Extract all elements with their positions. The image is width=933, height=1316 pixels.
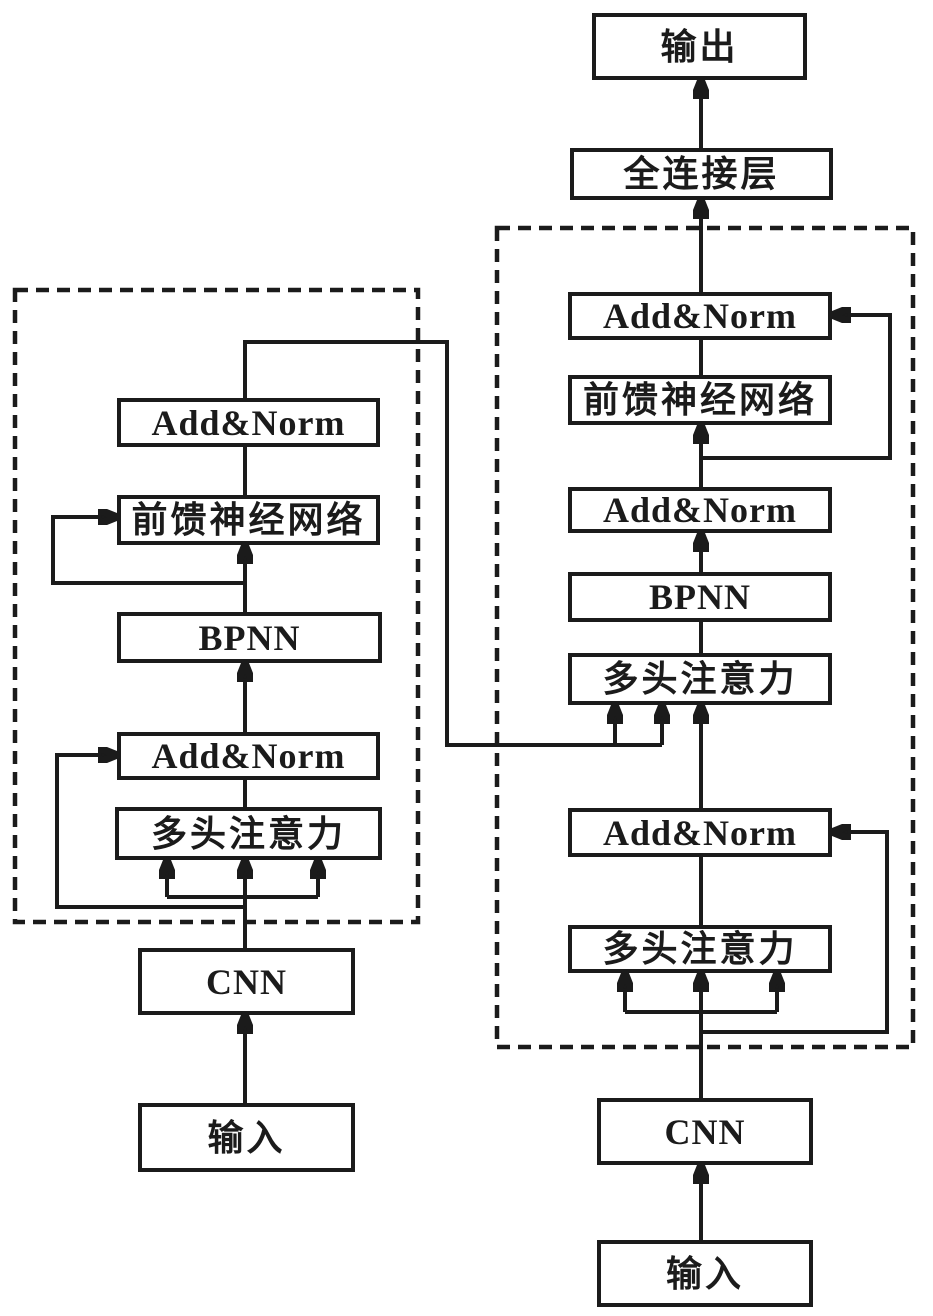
encoder-cnn-box: CNN xyxy=(138,948,355,1015)
edge-dec-residual-to-addnorm1 xyxy=(701,832,889,1034)
decoder-add-norm-1-box: Add&Norm xyxy=(568,808,832,857)
decoder-add-norm-3-box: Add&Norm xyxy=(568,292,832,340)
encoder-multi-head-attention-box: 多头注意力 xyxy=(115,807,382,860)
edge-enc-output-connector xyxy=(243,340,662,747)
decoder-feed-forward-box: 前馈神经网络 xyxy=(568,375,832,425)
decoder-multi-head-attention-1-box: 多头注意力 xyxy=(568,925,832,973)
decoder-fully-connected-box: 全连接层 xyxy=(570,148,833,200)
decoder-add-norm-2-box: Add&Norm xyxy=(568,487,832,533)
encoder-add-norm-1-box: Add&Norm xyxy=(117,732,380,780)
edge-enc-residual-to-ffn xyxy=(51,517,245,585)
decoder-bpnn-box: BPNN xyxy=(568,572,832,622)
encoder-input-box: 输入 xyxy=(138,1103,355,1172)
decoder-dashed-frame xyxy=(494,225,916,1050)
decoder-multi-head-attention-2-box: 多头注意力 xyxy=(568,653,832,705)
encoder-feed-forward-box: 前馈神经网络 xyxy=(117,495,380,545)
decoder-output-box: 输出 xyxy=(592,13,807,80)
decoder-input-box: 输入 xyxy=(597,1240,813,1307)
edge-enc-residual-to-addnorm1 xyxy=(55,755,245,909)
decoder-cnn-box: CNN xyxy=(597,1098,813,1165)
encoder-bpnn-box: BPNN xyxy=(117,612,382,663)
encoder-dashed-frame xyxy=(12,287,421,925)
edge-dec-residual-to-addnorm3 xyxy=(701,315,892,460)
encoder-add-norm-2-box: Add&Norm xyxy=(117,398,380,447)
